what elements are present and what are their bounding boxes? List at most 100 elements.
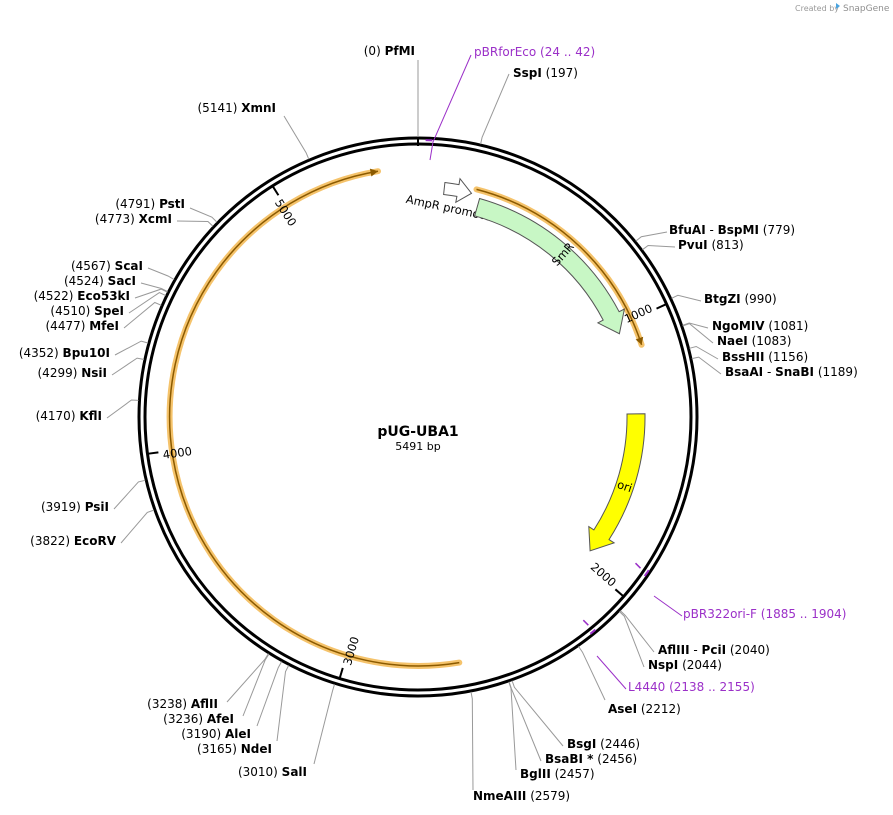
site-label: (3238) AflII xyxy=(147,697,218,711)
site-leader xyxy=(123,301,162,329)
site-bsshii[interactable]: BssHII (1156) xyxy=(689,345,808,365)
primer-range: (2138 .. 2155) xyxy=(669,680,755,694)
site-leader xyxy=(114,340,149,356)
backbone-outer-ring xyxy=(137,136,699,698)
orf-line xyxy=(168,170,460,667)
site-name: NsiI xyxy=(81,366,107,380)
site-position: (3190) xyxy=(181,727,221,741)
site-name: SacI xyxy=(108,274,136,288)
site-asei[interactable]: AseI (2212) xyxy=(578,646,681,716)
orf-layer xyxy=(166,168,645,669)
site-scai[interactable]: (4567) ScaI xyxy=(71,259,175,280)
feature-smr: SmR xyxy=(474,197,626,335)
site-sspi[interactable]: SspI (197) xyxy=(480,66,578,145)
site-bsaai[interactable]: BsaAI - SnaBI (1189) xyxy=(691,356,858,379)
site-name: AfeI xyxy=(207,712,234,726)
site-position: (2040) xyxy=(730,643,770,657)
primer-pbr322ori[interactable]: pBR322ori-F (1885 .. 1904) xyxy=(634,562,847,621)
site-aflii[interactable]: (3238) AflII xyxy=(147,653,269,711)
site-name: NdeI xyxy=(241,742,272,756)
site-label: (3919) PsiI xyxy=(41,500,109,514)
plasmid-size: 5491 bp xyxy=(395,440,440,453)
site-name: PsiI xyxy=(85,500,109,514)
primer-l4440[interactable]: L4440 (2138 .. 2155) xyxy=(582,619,755,694)
site-name: BfuAI xyxy=(669,223,706,237)
site-position: (779) xyxy=(763,223,795,237)
site-xcmi[interactable]: (4773) XcmI xyxy=(95,212,214,227)
site-layer: (0) PfMI SspI (197) BfuAI - BspMI (779)Pvu… xyxy=(19,44,858,803)
site-xmni[interactable]: (5141) XmnI xyxy=(198,101,310,160)
tick-mark xyxy=(656,303,667,310)
site-leader xyxy=(113,479,146,510)
site-name: AflIII xyxy=(658,643,690,657)
site-mfei[interactable]: (4477) MfeI xyxy=(46,301,162,334)
site-bglii[interactable]: BglII (2457) xyxy=(508,681,595,781)
site-afliii[interactable]: AflIII - PciI (2040) xyxy=(619,610,770,657)
site-leader xyxy=(120,509,155,544)
tick-1000: 1000 xyxy=(622,301,667,326)
site-position: (4773) xyxy=(95,212,135,226)
site-ndei[interactable]: (3165) NdeI xyxy=(197,665,290,756)
site-position: (4477) xyxy=(46,319,86,333)
site-position: (1081) xyxy=(768,319,808,333)
site-nsii[interactable]: (4299) NsiI xyxy=(38,357,145,380)
site-leader xyxy=(480,73,510,145)
site-ecorv[interactable]: (3822) EcoRV xyxy=(30,509,155,548)
site-psii[interactable]: (3919) PsiI xyxy=(41,479,146,514)
site-sali[interactable]: (3010) SalI xyxy=(238,684,335,779)
site-name: BsgI xyxy=(567,737,596,751)
site-label: BsgI (2446) xyxy=(567,737,640,751)
site-bpu10i[interactable]: (4352) Bpu10I xyxy=(19,340,149,360)
site-name: PstI xyxy=(159,197,185,211)
site-name: NgoMIV xyxy=(712,319,765,333)
site-ngomiv[interactable]: NgoMIV (1081) xyxy=(682,319,809,333)
site-nmeaiii[interactable]: NmeAIII (2579) xyxy=(470,691,570,803)
site-eco53ki[interactable]: (4522) Eco53kI xyxy=(34,288,168,303)
feature-ori: ori xyxy=(588,413,646,552)
site-saci[interactable]: (4524) SacI xyxy=(64,274,168,293)
site-name: SalI xyxy=(282,765,307,779)
site-position: (1156) xyxy=(768,350,808,364)
site-position: (2044) xyxy=(682,658,722,672)
site-label: (4170) KflI xyxy=(36,409,102,423)
orf-left xyxy=(166,168,463,669)
feature-label: ori xyxy=(615,477,634,495)
site-kfli[interactable]: (4170) KflI xyxy=(36,399,139,423)
site-name: PvuI xyxy=(678,238,708,252)
site-pfmi[interactable]: (0) PfMI xyxy=(364,44,419,146)
site-label: BsaBI * (2456) xyxy=(545,752,637,766)
primer-pbrforeco[interactable]: pBRforEco (24 .. 42) xyxy=(425,45,596,161)
site-position: (4352) xyxy=(19,346,59,360)
site-bsabi[interactable]: BsaBI * (2456) xyxy=(508,681,637,766)
site-bfuai[interactable]: BfuAI - BspMI (779) xyxy=(635,223,795,242)
site-leader xyxy=(508,681,517,771)
site-name-2: SnaBI xyxy=(775,365,814,379)
tick-5000: 5000 xyxy=(272,186,299,229)
primer-label: pBRforEco (24 .. 42) xyxy=(474,45,595,59)
site-label: BtgZI (990) xyxy=(704,292,777,306)
plasmid-name: pUG-UBA1 xyxy=(377,424,458,440)
site-label: (4567) ScaI xyxy=(71,259,143,273)
site-afei[interactable]: (3236) AfeI xyxy=(163,653,270,726)
site-spei[interactable]: (4510) SpeI xyxy=(50,292,166,318)
site-leader xyxy=(313,684,335,765)
primer-bind-site xyxy=(643,569,650,577)
site-position: (4510) xyxy=(50,304,90,318)
site-name: SspI xyxy=(513,66,542,80)
site-psti[interactable]: (4791) PstI xyxy=(115,197,218,223)
site-leader xyxy=(128,292,166,314)
primer-tick xyxy=(582,619,589,626)
site-label: (3165) NdeI xyxy=(197,742,272,756)
site-naei[interactable]: NaeI (1083) xyxy=(682,323,792,348)
site-pvui[interactable]: PvuI (813) xyxy=(642,238,744,252)
site-btgzi[interactable]: BtgZI (990) xyxy=(671,292,777,306)
site-nspi[interactable]: NspI (2044) xyxy=(619,611,722,673)
feature-arrow xyxy=(443,177,473,204)
primer-tick xyxy=(634,562,642,569)
site-position: (4567) xyxy=(71,259,111,273)
site-label: (0) PfMI xyxy=(364,44,415,58)
site-bsgi[interactable]: BsgI (2446) xyxy=(511,680,640,751)
site-position: (3236) xyxy=(163,712,203,726)
site-alei[interactable]: (3190) AleI xyxy=(181,661,283,741)
